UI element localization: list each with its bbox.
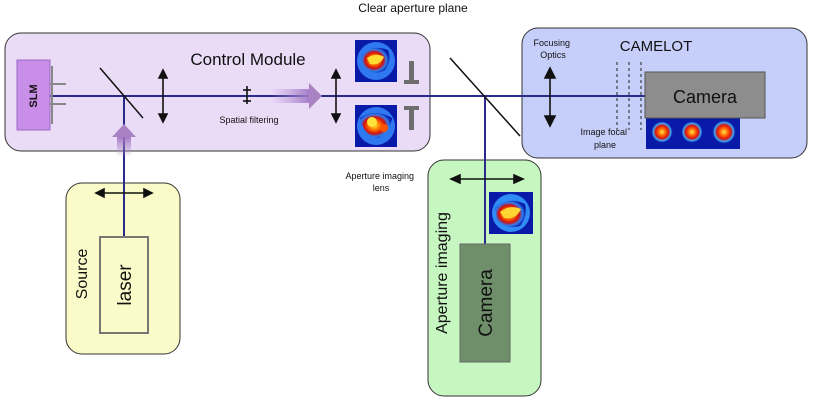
aperture-camera	[459, 243, 511, 363]
control-heatmap-bottom	[355, 105, 397, 147]
aperture-beam-splitter	[449, 57, 521, 137]
spatial-filter-pinhole	[243, 86, 251, 104]
control-lens-2	[330, 68, 342, 124]
slm-device	[16, 59, 66, 131]
aperture-heatmap	[489, 192, 533, 234]
source-lens	[94, 187, 154, 199]
laser-label: laser	[115, 264, 136, 306]
focusing-optics-label: Focusing Optics	[533, 38, 572, 60]
actuator-top	[404, 61, 419, 84]
camelot-camera	[644, 71, 766, 119]
diagram-title: Clear aperture plane	[358, 1, 468, 15]
source-title: Source	[74, 249, 91, 300]
image-focal-plane-label: Image focal plane	[580, 127, 629, 150]
actuator-bottom	[404, 106, 419, 130]
control-lens-1	[157, 68, 169, 124]
beam-direction-right-arrow	[272, 83, 322, 109]
aperture-imaging-lens-label: Aperture imaging lens	[345, 171, 416, 193]
control-module-panel	[4, 32, 431, 152]
camelot-title: CAMELOT	[620, 38, 693, 55]
laser-box	[99, 236, 149, 334]
image-focal-planes	[616, 62, 642, 130]
spatial-filtering-label: Spatial filtering	[219, 115, 278, 125]
control-heatmap-top	[355, 40, 397, 82]
aperture-imaging-title: Aperture imaging	[434, 212, 451, 334]
beam-direction-up-arrow	[112, 124, 136, 156]
control-mirror	[99, 67, 144, 119]
control-module-title: Control Module	[190, 50, 305, 69]
focusing-optics-lens	[543, 66, 557, 128]
aperture-imaging-lens	[449, 173, 525, 185]
camelot-camera-label: Camera	[673, 87, 738, 107]
aperture-camera-label: Camera	[476, 269, 497, 337]
focal-plane-heatmap	[646, 118, 740, 149]
slm-label: SLM	[28, 84, 40, 107]
